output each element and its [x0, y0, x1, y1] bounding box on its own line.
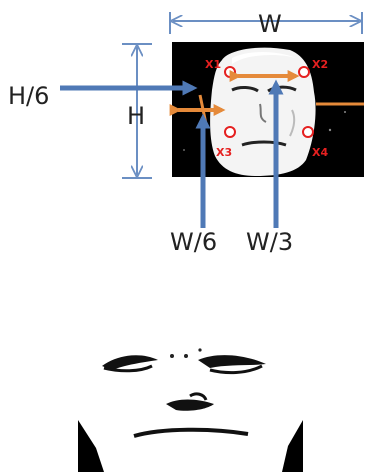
width-label: W	[258, 10, 282, 38]
height-label: H	[127, 102, 146, 130]
marker-x4	[302, 126, 314, 138]
w-third-label: W/3	[246, 228, 294, 256]
point-label-x4: X4	[312, 146, 328, 159]
marker-x1	[224, 66, 236, 78]
marker-x2	[298, 66, 310, 78]
blue-arrows	[60, 79, 284, 228]
h-sixth-label: H/6	[8, 82, 50, 110]
marker-x3	[224, 126, 236, 138]
point-label-x2: X2	[312, 58, 328, 71]
width-dimension	[169, 12, 363, 34]
point-label-x3: X3	[216, 146, 232, 159]
height-dimension	[122, 43, 152, 179]
w-sixth-label: W/6	[170, 228, 218, 256]
cropped-face-image	[78, 330, 303, 472]
point-label-x1: X1	[205, 58, 221, 71]
